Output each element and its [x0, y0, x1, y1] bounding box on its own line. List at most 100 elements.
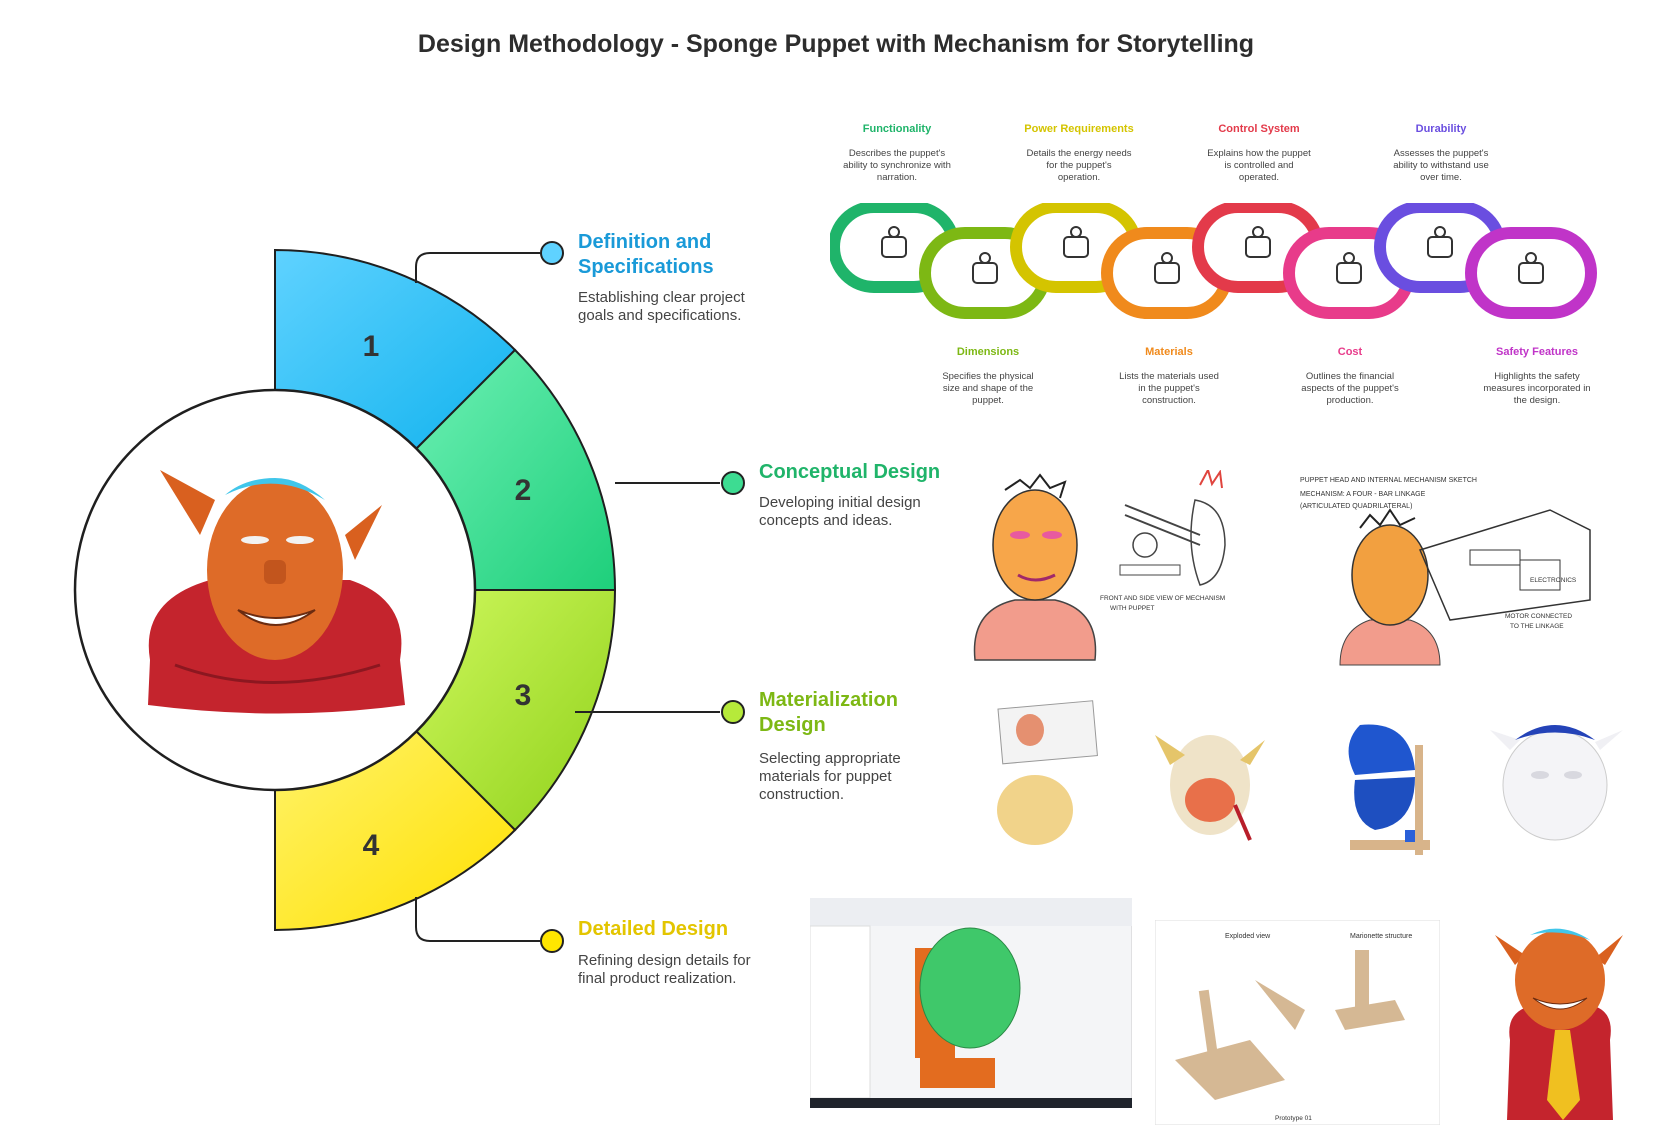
- sketch-note-header: PUPPET HEAD AND INTERNAL MECHANISM SKETC…: [1300, 477, 1477, 484]
- sketch-note-front: FRONT AND SIDE VIEW OF MECHANISM: [1100, 595, 1225, 602]
- sketch-note-front2: WITH PUPPET: [1110, 605, 1154, 612]
- chain-top-desc-1: Describes the puppet's ability to synchr…: [837, 148, 957, 184]
- connector-dot-3: [721, 700, 745, 724]
- chain-top-title-4: Durability: [1415, 123, 1467, 135]
- chain-bottom-desc-1-line3: puppet.: [972, 395, 1004, 406]
- step-2-title: Conceptual Design: [759, 460, 940, 485]
- sketch-note-mech2: (ARTICULATED QUADRILATERAL): [1300, 503, 1412, 510]
- step-number-3: 3: [515, 679, 532, 712]
- chain-bottom-desc-3-line3: production.: [1326, 395, 1374, 406]
- sketch-note-mech: MECHANISM: A FOUR - BAR LINKAGE: [1300, 491, 1426, 498]
- step-1-title-line1: Definition and: [578, 231, 712, 253]
- step-3-title: Materialization Design: [759, 688, 898, 738]
- safety-worker-icon: [1518, 252, 1544, 284]
- chain-top-desc-4-line1: Assesses the puppet's: [1393, 148, 1489, 159]
- step-number-4: 4: [363, 829, 380, 862]
- chain-bottom-desc-4: Highlights the safety measures incorpora…: [1477, 371, 1597, 407]
- chain-top-desc-3-line1: Explains how the puppet: [1207, 148, 1311, 159]
- chain-bottom-desc-3-line1: Outlines the financial: [1305, 371, 1395, 382]
- step-4-title: Detailed Design: [578, 917, 728, 942]
- step-3-desc-line3: construction.: [759, 786, 845, 803]
- step-3-desc: Selecting appropriate materials for pupp…: [759, 750, 901, 804]
- chain-bottom-desc-1-line2: size and shape of the: [942, 383, 1034, 394]
- step-1-desc-line2: goals and specifications.: [578, 307, 742, 324]
- power-meter-icon: [1063, 226, 1089, 258]
- chain-bottom-desc-2-line3: construction.: [1142, 395, 1196, 406]
- connector-1: [415, 252, 540, 283]
- drawing-note-exploded: Exploded view: [1225, 933, 1271, 940]
- puppeteer-icon: [1245, 226, 1271, 258]
- page-title: Design Methodology - Sponge Puppet with …: [417, 30, 1255, 58]
- step-1-desc: Establishing clear project goals and spe…: [578, 289, 745, 325]
- step-1-title-line2: Specifications: [578, 256, 714, 278]
- hammer-icon: [1427, 226, 1453, 258]
- chain-top-desc-4-line3: over time.: [1420, 172, 1462, 183]
- chain-top-title-2: Power Requirements: [1024, 123, 1134, 135]
- chain-top-desc-3-line2: is controlled and: [1224, 160, 1294, 171]
- chain-top-desc-2-line3: operation.: [1057, 172, 1101, 183]
- chain-bottom-desc-3-line2: aspects of the puppet's: [1301, 383, 1399, 394]
- concept-sketch-front: FRONT AND SIDE VIEW OF MECHANISM WITH PU…: [973, 470, 1226, 661]
- final-puppet-photo: [1495, 928, 1623, 1120]
- material-photo-white-cast: [1490, 725, 1623, 841]
- chain-top-desc-3-line3: operated.: [1238, 172, 1280, 183]
- chain-bottom-desc-4-line3: the design.: [1513, 395, 1561, 406]
- step-4-desc-line2: final product realization.: [578, 970, 737, 987]
- chain-bottom-title-3: Cost: [1337, 346, 1363, 358]
- chain-top-desc-4: Assesses the puppet's ability to withsta…: [1381, 148, 1501, 184]
- step-3-desc-line2: materials for puppet: [759, 768, 892, 785]
- sketch-note-motor2: TO THE LINKAGE: [1510, 623, 1564, 630]
- step-4-desc-line1: Refining design details for: [578, 952, 751, 969]
- chain-top-desc-1-line2: ability to synchronize with: [843, 160, 951, 171]
- step-number-1: 1: [363, 330, 380, 363]
- chain-link-safety-features: [1465, 227, 1597, 319]
- step-3-title-line1: Materialization: [759, 689, 898, 711]
- drawing-note-prototype: Prototype 01: [1275, 1115, 1312, 1122]
- chain-bottom-desc-4-line1: Highlights the safety: [1494, 371, 1580, 382]
- chain-top-desc-1-line1: Describes the puppet's: [848, 148, 946, 159]
- connector-dot-4: [540, 929, 564, 953]
- chain-top-title-1: Functionality: [862, 123, 932, 135]
- step-2-desc: Developing initial design concepts and i…: [759, 494, 921, 530]
- sketch-note-elec: ELECTRONICS: [1530, 577, 1577, 584]
- chain-bottom-desc-2-line2: in the puppet's: [1138, 383, 1200, 394]
- chain-bottom-desc-3: Outlines the financial aspects of the pu…: [1290, 371, 1410, 407]
- connector-dot-1: [540, 241, 564, 265]
- price-tag-icon: [1336, 252, 1362, 284]
- step-4-desc: Refining design details for final produc…: [578, 952, 751, 988]
- requirements-chain: [830, 203, 1597, 319]
- chain-bottom-desc-2-line1: Lists the materials used: [1119, 371, 1219, 382]
- chain-bottom-desc-4-line2: measures incorporated in: [1483, 383, 1591, 394]
- step-2-title-line1: Conceptual Design: [759, 461, 941, 483]
- sketch-note-motor: MOTOR CONNECTED: [1505, 613, 1572, 620]
- chain-bottom-title-1: Dimensions: [956, 346, 1020, 358]
- technical-drawing: Exploded view Marionette structure Proto…: [1155, 920, 1440, 1125]
- chain-top-desc-2: Details the energy needs for the puppet'…: [1019, 148, 1139, 184]
- step-1-desc-line1: Establishing clear project: [578, 289, 745, 306]
- material-photo-sketch-sponge: [997, 700, 1098, 845]
- chain-top-desc-1-line3: narration.: [876, 172, 918, 183]
- material-photo-sponge-head: [1155, 735, 1265, 841]
- chain-top-desc-3: Explains how the puppet is controlled an…: [1199, 148, 1319, 184]
- step-4-title-line1: Detailed Design: [578, 918, 729, 940]
- connector-4: [415, 897, 540, 942]
- step-3-title-line2: Design: [759, 714, 826, 736]
- chain-bottom-desc-1: Specifies the physical size and shape of…: [928, 371, 1048, 407]
- puppet-photo: [148, 470, 405, 714]
- chain-bottom-desc-2: Lists the materials used in the puppet's…: [1109, 371, 1229, 407]
- robot-sound-icon: [881, 226, 907, 258]
- step-2-desc-line1: Developing initial design: [759, 494, 921, 511]
- cad-screenshot: [810, 898, 1132, 1108]
- material-photo-blue-shell: [1348, 724, 1430, 855]
- concept-sketch-mechanism: PUPPET HEAD AND INTERNAL MECHANISM SKETC…: [1300, 477, 1591, 666]
- ruler-figure-icon: [972, 252, 998, 284]
- step-number-2: 2: [515, 474, 532, 507]
- tools-cup-icon: [1154, 252, 1180, 284]
- chain-bottom-title-2: Materials: [1145, 346, 1193, 358]
- step-3-desc-line1: Selecting appropriate: [759, 750, 901, 767]
- chain-top-desc-2-line2: for the puppet's: [1046, 160, 1112, 171]
- step-1-title: Definition and Specifications: [578, 230, 714, 280]
- connector-dot-2: [721, 471, 745, 495]
- chain-bottom-title-4: Safety Features: [1496, 346, 1578, 358]
